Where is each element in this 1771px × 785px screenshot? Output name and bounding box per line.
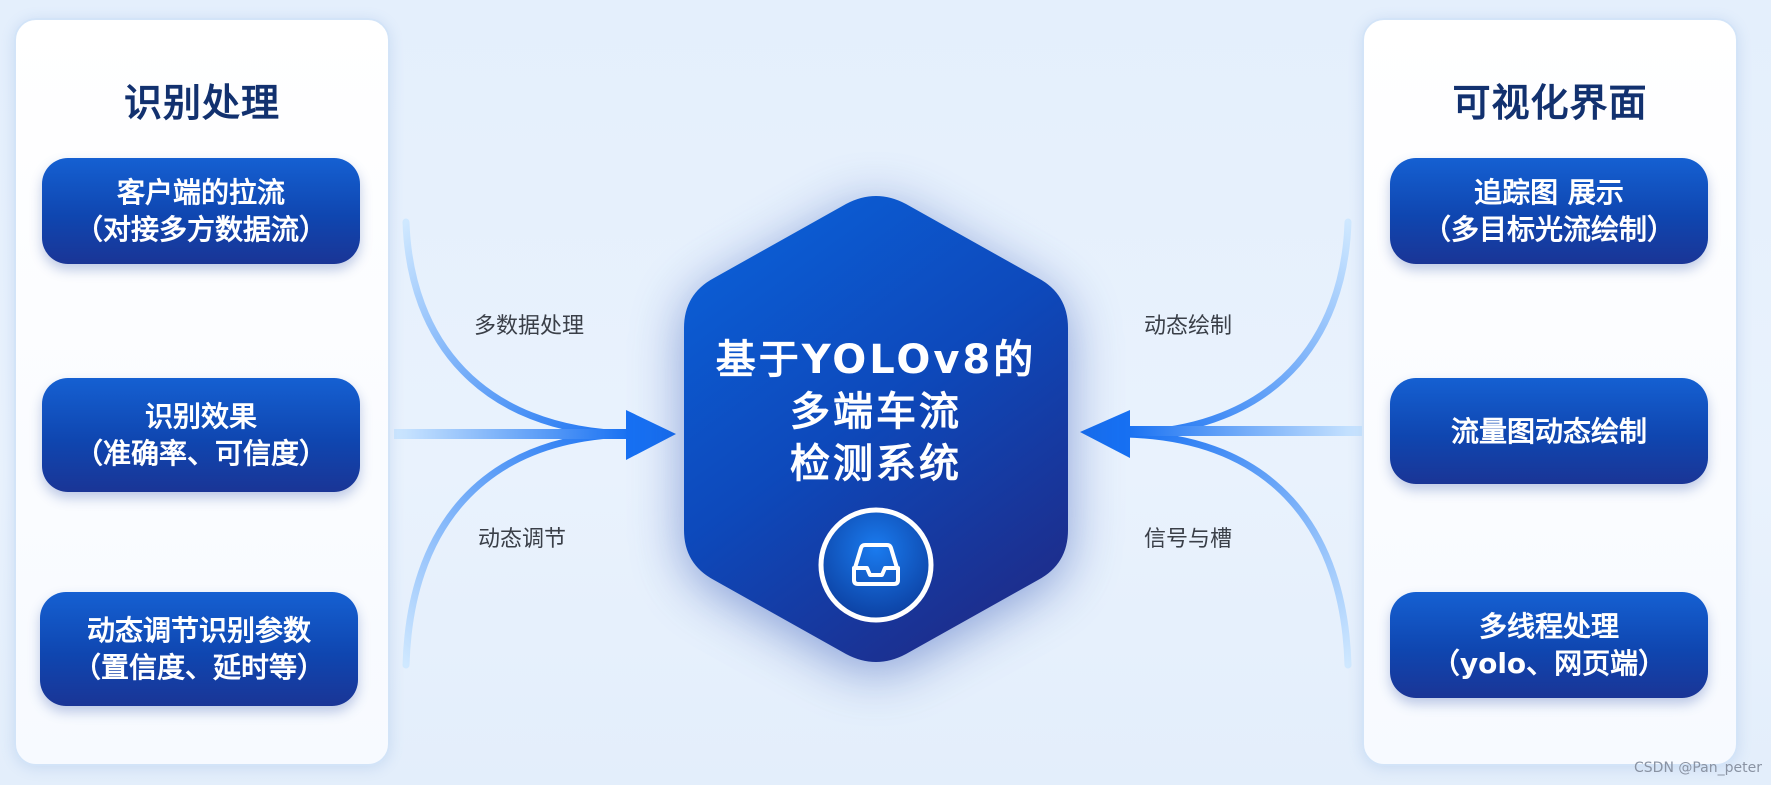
watermark: CSDN @Pan_peter (1634, 760, 1762, 776)
right-item-flow-graph: 流量图动态绘制 (1390, 378, 1708, 484)
center-title: 基于YOLOv8的 多端车流 检测系统 (684, 334, 1068, 490)
right-panel: 可视化界面 追踪图 展示 （多目标光流绘制） 流量图动态绘制 多线程处理 （yo… (1362, 18, 1738, 766)
left-item-1-line1: 客户端的拉流 (116, 176, 285, 209)
left-item-dynamic-params: 动态调节识别参数 （置信度、延时等） (40, 592, 358, 706)
left-item-recognition-effect: 识别效果 （准确率、可信度） (42, 378, 360, 492)
right-item-3-line1: 多线程处理 (1478, 610, 1619, 643)
left-middle-flow-line (394, 429, 630, 439)
left-panel: 识别处理 客户端的拉流 （对接多方数据流） 识别效果 （准确率、可信度） 动态调… (14, 18, 390, 766)
right-arrowhead (1080, 410, 1130, 458)
right-middle-flow-line (1124, 426, 1364, 436)
right-panel-title: 可视化界面 (1452, 81, 1648, 125)
right-item-3-line2: （yolo、网页端） (1431, 647, 1667, 680)
right-item-tracking-graph: 追踪图 展示 （多目标光流绘制） (1390, 158, 1708, 264)
left-item-1-line2: （对接多方数据流） (74, 213, 327, 246)
right-item-1-line1: 追踪图 展示 (1474, 176, 1624, 209)
right-item-multithreading: 多线程处理 （yolo、网页端） (1390, 592, 1708, 698)
left-top-flow-curve (402, 218, 632, 438)
left-panel-title: 识别处理 (123, 81, 280, 125)
flow-label-right-top: 动态绘制 (1144, 314, 1233, 339)
right-bottom-flow-curve (1122, 430, 1352, 669)
left-item-stream-pull: 客户端的拉流 （对接多方数据流） (42, 158, 360, 264)
center-title-line1: 基于YOLOv8的 (715, 337, 1037, 383)
hexagon-shape (684, 196, 1068, 662)
flow-label-right-bottom: 信号与槽 (1144, 527, 1233, 552)
flow-label-left-bottom: 动态调节 (478, 527, 567, 552)
right-item-1-line2: （多目标光流绘制） (1422, 213, 1675, 246)
flow-label-left-top: 多数据处理 (474, 314, 585, 339)
left-bottom-flow-curve (402, 430, 632, 669)
center-hexagon: 基于YOLOv8的 多端车流 检测系统 (684, 192, 1068, 666)
left-arrowhead (626, 410, 676, 460)
left-item-2-line1: 识别效果 (144, 400, 257, 433)
left-item-3-line1: 动态调节识别参数 (86, 614, 311, 647)
center-title-line2: 多端车流 (790, 389, 962, 435)
left-item-3-line2: （置信度、延时等） (72, 651, 325, 684)
left-item-2-line2: （准确率、可信度） (74, 437, 327, 470)
right-item-2-line1: 流量图动态绘制 (1450, 414, 1647, 448)
center-title-line3: 检测系统 (790, 441, 962, 487)
inbox-tray-icon (818, 507, 934, 623)
